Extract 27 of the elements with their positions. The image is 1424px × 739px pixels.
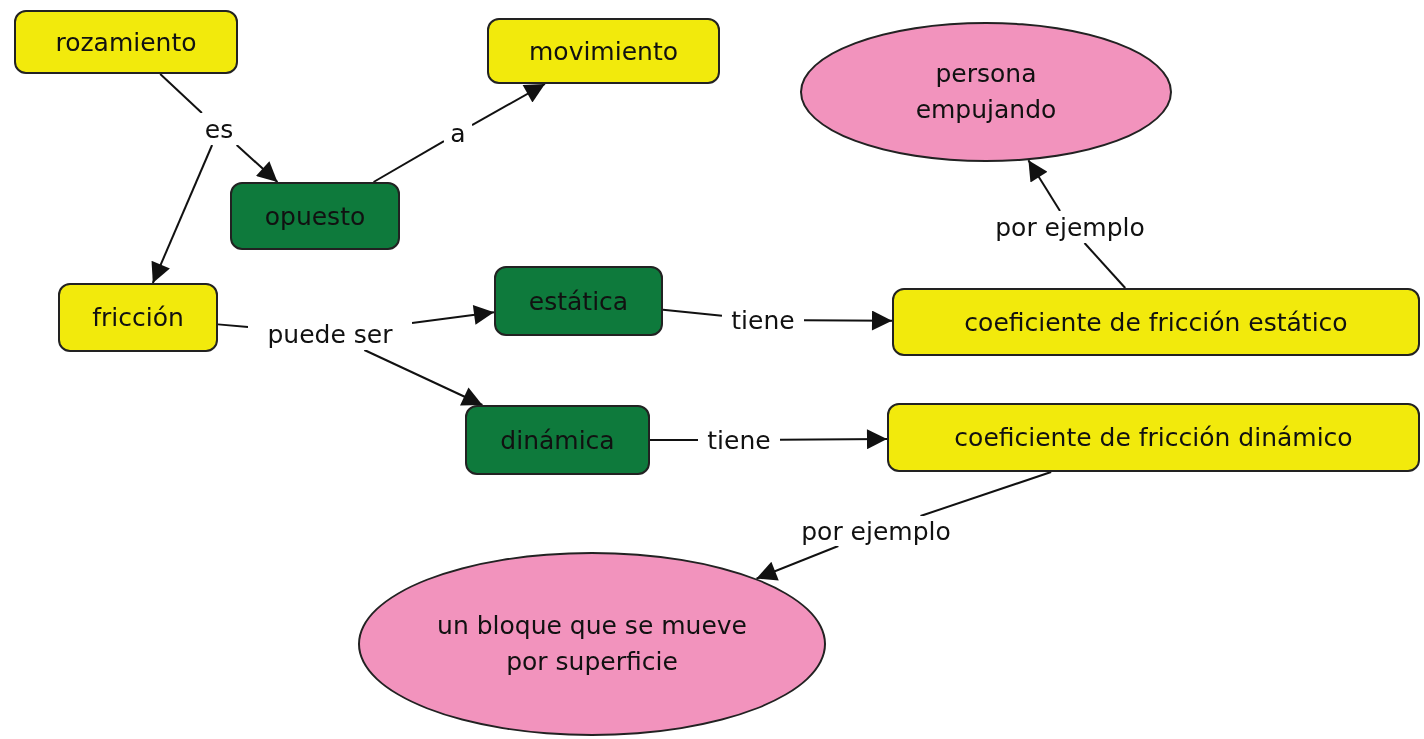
arrow <box>235 144 279 183</box>
concept-box: estática <box>494 266 663 336</box>
arrow <box>1027 159 1062 212</box>
concept-box: movimiento <box>487 18 720 84</box>
example-ellipse: persona empujando <box>800 22 1172 162</box>
connector-line <box>372 140 445 183</box>
connector-line <box>159 73 203 114</box>
connector-line <box>919 471 1053 517</box>
linking-phrase: es <box>198 113 240 145</box>
connector-line <box>217 323 249 328</box>
arrow <box>411 304 495 325</box>
concept-box: rozamiento <box>14 10 238 74</box>
arrow <box>471 83 546 127</box>
concept-box: coeficiente de fricción estático <box>892 288 1420 356</box>
example-ellipse: un bloque que se mueve por superficie <box>358 552 826 736</box>
arrow <box>803 310 893 331</box>
connector-line <box>1083 242 1127 289</box>
connector-line <box>649 439 699 441</box>
concept-box: opuesto <box>230 182 400 250</box>
arrow <box>755 545 840 581</box>
arrow <box>151 144 214 284</box>
concept-box: dinámica <box>465 405 650 475</box>
concept-box: fricción <box>58 283 218 352</box>
arrow <box>779 429 888 450</box>
connector-line <box>662 308 723 317</box>
concept-box: coeficiente de fricción dinámico <box>887 403 1420 472</box>
arrow <box>363 349 484 406</box>
